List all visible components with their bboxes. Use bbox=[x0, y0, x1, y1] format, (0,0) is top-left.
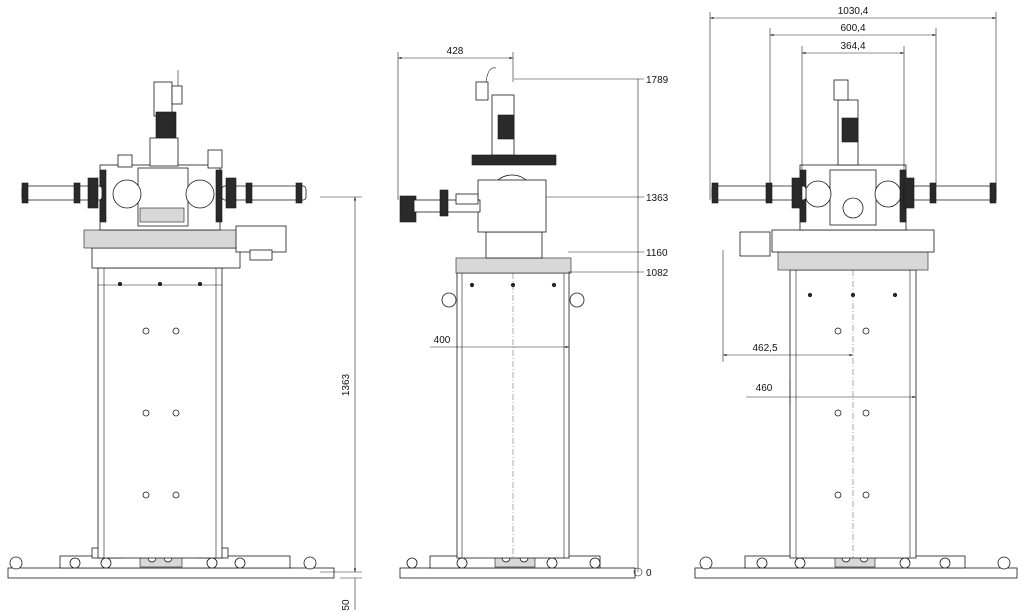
side-dim-levels: 1789 1363 1160 1082 0 bbox=[514, 75, 669, 579]
rear-dim-flange: 600,4 bbox=[769, 23, 937, 185]
front-top-manipulator bbox=[149, 70, 183, 167]
dim-rear-half: 462,5 bbox=[752, 343, 777, 354]
front-dim-foot: 50 bbox=[340, 577, 362, 611]
dim-side-frame-width: 400 bbox=[434, 335, 451, 346]
dim-level-1363: 1363 bbox=[646, 193, 669, 204]
front-side-arms bbox=[21, 177, 307, 209]
front-frame-bolts bbox=[142, 327, 180, 499]
rear-frame bbox=[789, 269, 917, 559]
rear-dim-inner: 364,4 bbox=[801, 41, 905, 180]
side-dim-top-width: 428 bbox=[397, 46, 514, 200]
dim-level-1789: 1789 bbox=[646, 75, 669, 86]
side-dim-frame-width: 400 bbox=[430, 335, 569, 349]
dim-rear-inner: 364,4 bbox=[840, 41, 865, 52]
side-arm bbox=[399, 189, 481, 223]
side-view: 428 400 1789 1363 1160 1082 0 bbox=[397, 46, 669, 579]
rear-dim-half: 462,5 bbox=[722, 250, 853, 362]
dim-level-1082: 1082 bbox=[646, 268, 669, 279]
dim-front-foot: 50 bbox=[341, 599, 352, 611]
rear-view: 1030,4 600,4 364,4 462,5 460 bbox=[694, 6, 1018, 579]
rear-side-arms bbox=[711, 177, 997, 209]
side-frame bbox=[441, 272, 585, 559]
rear-chamber-assembly bbox=[739, 79, 935, 271]
front-dim-height: 1363 bbox=[320, 196, 362, 573]
dim-rear-overall: 1030,4 bbox=[838, 6, 869, 17]
side-chamber-assembly bbox=[455, 67, 572, 274]
front-frame bbox=[97, 267, 223, 559]
dim-level-1160: 1160 bbox=[646, 248, 668, 259]
dim-rear-frame: 460 bbox=[756, 383, 773, 394]
rear-dim-frame: 460 bbox=[746, 380, 916, 405]
rear-dim-overall: 1030,4 bbox=[709, 6, 997, 200]
front-view: 1363 50 bbox=[7, 70, 362, 611]
dim-front-height: 1363 bbox=[341, 373, 352, 396]
front-chamber-assembly bbox=[83, 149, 287, 269]
dim-level-0: 0 bbox=[646, 568, 652, 579]
dim-rear-flange: 600,4 bbox=[840, 23, 865, 34]
dim-side-top-width: 428 bbox=[447, 46, 464, 57]
rear-frame-bolts bbox=[834, 327, 870, 499]
